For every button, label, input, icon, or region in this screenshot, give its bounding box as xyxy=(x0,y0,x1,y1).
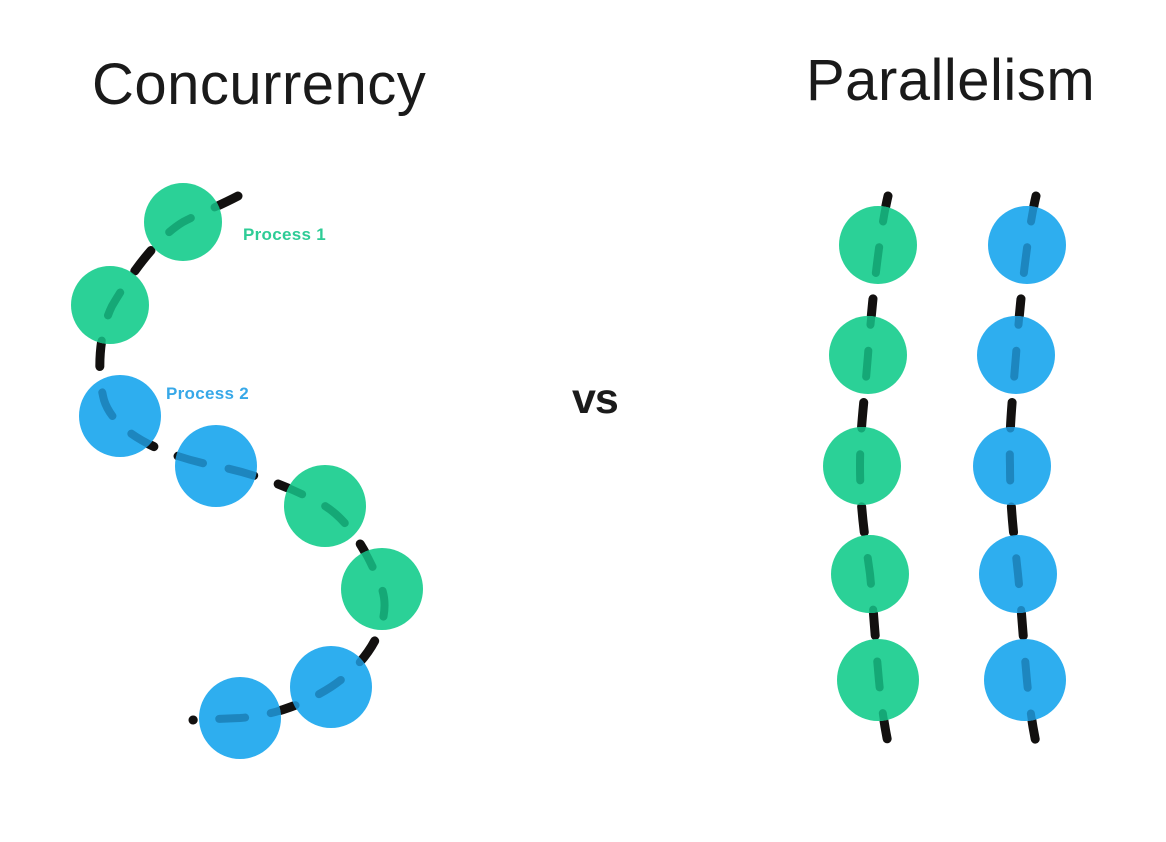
process-2-legend-label: Process 2 xyxy=(166,384,250,403)
vs-separator-label: vs xyxy=(572,375,619,423)
concurrency-node-4 xyxy=(175,425,257,507)
parallelism-title: Parallelism xyxy=(806,48,1096,113)
parallelism-nodes-green xyxy=(823,206,919,721)
process-1-legend-label: Process 1 xyxy=(243,225,327,244)
parallelism-nodes-blue xyxy=(973,206,1066,721)
concurrency-title: Concurrency xyxy=(92,52,427,117)
